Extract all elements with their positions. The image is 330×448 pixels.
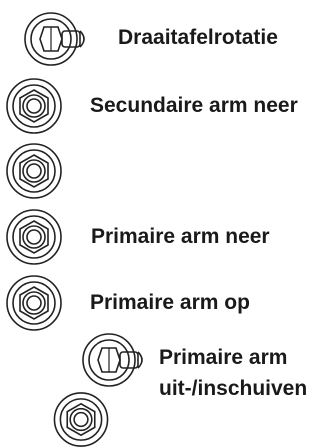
hydraulic-fitting-3 xyxy=(6,142,62,200)
hydraulic-fitting-front-icon xyxy=(6,78,62,134)
hydraulic-fitting-5 xyxy=(6,274,62,332)
hydraulic-fitting-side-icon xyxy=(24,12,85,66)
hydraulic-fitting-side-icon xyxy=(82,333,143,387)
fitting-label-6-line-2: uit-/inschuiven xyxy=(159,377,308,401)
fitting-label-1: Draaitafelrotatie xyxy=(118,26,278,49)
hydraulic-fitting-4 xyxy=(6,208,62,266)
hydraulic-fitting-2 xyxy=(6,77,62,135)
hydraulic-fitting-front-icon xyxy=(6,143,62,199)
fitting-label-2: Secundaire arm neer xyxy=(90,94,298,117)
hydraulic-fitting-1 xyxy=(22,10,92,68)
hydraulic-fitting-front-icon xyxy=(53,392,109,447)
hydraulic-fitting-front-icon xyxy=(6,275,62,331)
fitting-label-4: Primaire arm neer xyxy=(91,225,270,248)
hydraulic-fitting-6 xyxy=(80,331,150,389)
hydraulic-fitting-front-icon xyxy=(6,209,62,265)
hydraulic-fitting-7 xyxy=(53,391,109,448)
fitting-label-6-line-1: Primaire arm xyxy=(159,346,288,369)
fitting-label-5: Primaire arm op xyxy=(90,291,250,314)
fitting-label-6: Primaire arm uit-/inschuiven xyxy=(159,345,307,401)
